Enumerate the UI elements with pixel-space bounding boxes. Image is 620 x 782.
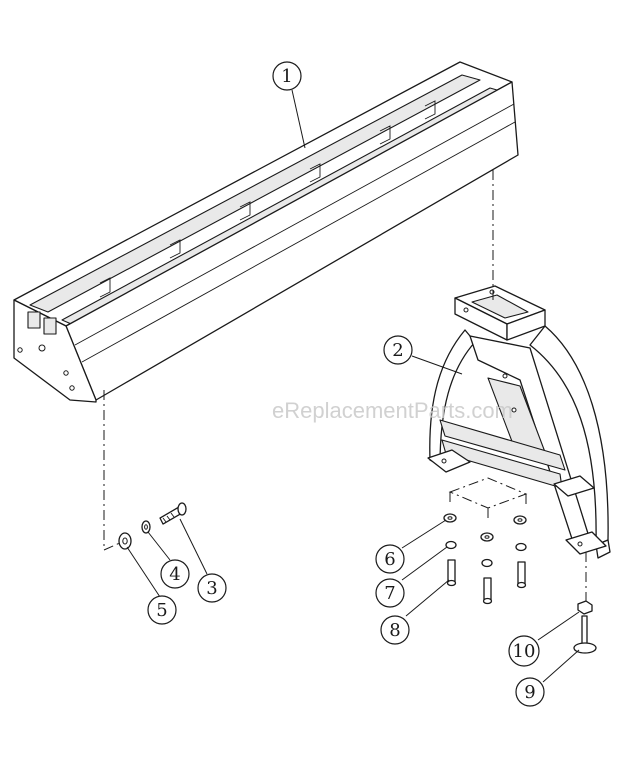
callout-4-label: 4 bbox=[169, 564, 180, 585]
watermark-text: eReplacementParts.com bbox=[272, 398, 513, 423]
callout-6[interactable]: 6 bbox=[375, 544, 405, 574]
callout-1[interactable]: 1 bbox=[272, 61, 302, 91]
callout-9[interactable]: 9 bbox=[515, 677, 545, 707]
callout-10[interactable]: 10 bbox=[508, 635, 540, 667]
callout-2-label: 2 bbox=[392, 340, 403, 361]
callout-9-label: 9 bbox=[524, 682, 535, 703]
callout-2[interactable]: 2 bbox=[383, 335, 413, 365]
mounting-footprint bbox=[448, 477, 528, 520]
callout-10-label: 10 bbox=[513, 641, 536, 662]
callout-3[interactable]: 3 bbox=[197, 573, 227, 603]
callout-6-label: 6 bbox=[384, 549, 395, 570]
callout-1-label: 1 bbox=[281, 66, 292, 87]
callout-8-label: 8 bbox=[389, 620, 400, 641]
callout-7-label: 7 bbox=[384, 583, 395, 604]
leg-stand-part[interactable] bbox=[427, 285, 611, 559]
callout-3-label: 3 bbox=[206, 578, 217, 599]
callout-5-label: 5 bbox=[156, 600, 167, 621]
assembly-lines bbox=[103, 170, 587, 608]
callout-8[interactable]: 8 bbox=[380, 615, 410, 645]
hardware-group-right[interactable] bbox=[443, 513, 597, 654]
bed-rail-part[interactable] bbox=[13, 61, 519, 403]
callout-5[interactable]: 5 bbox=[147, 595, 177, 625]
callout-7[interactable]: 7 bbox=[375, 578, 405, 608]
leader-lines bbox=[126, 89, 580, 683]
callout-4[interactable]: 4 bbox=[160, 559, 190, 589]
hardware-group-left[interactable] bbox=[118, 502, 187, 550]
